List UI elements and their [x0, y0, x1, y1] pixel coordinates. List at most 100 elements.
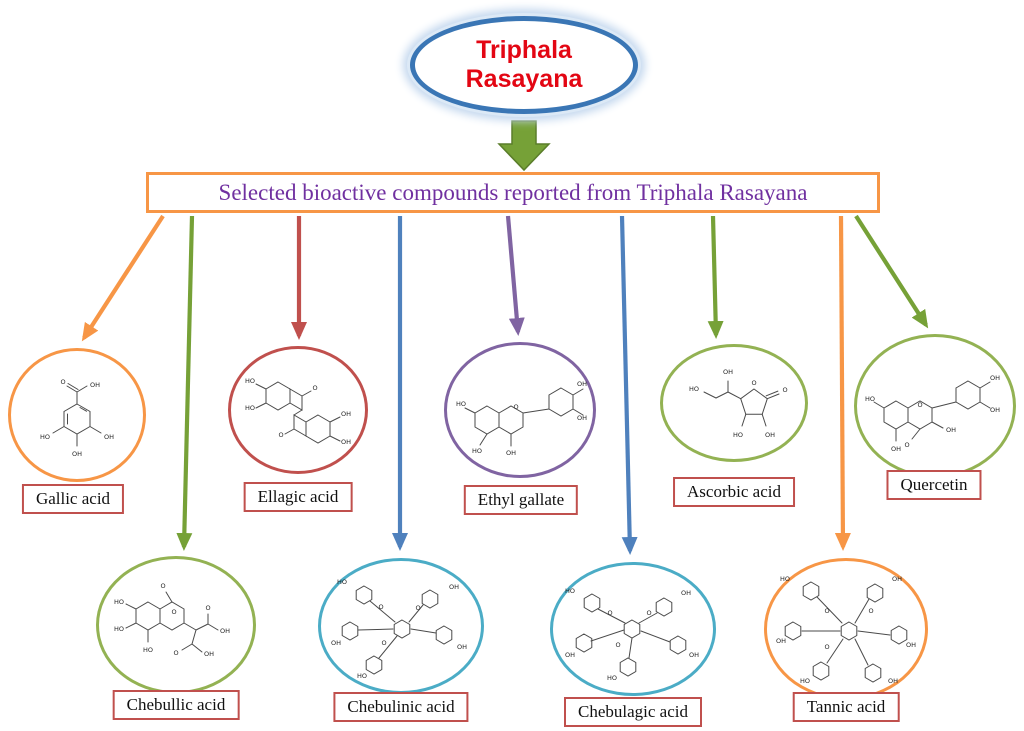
atom-label: OH [722, 368, 732, 376]
atom-label: HO [245, 404, 255, 412]
tannic-acid-structure: HO OH HO O O OH O OH OH [776, 575, 916, 685]
ethyl-gallate-label: Ethyl gallate [463, 485, 579, 515]
atom-label: OH [892, 575, 902, 583]
chebullic-acid-label: Chebullic acid [112, 690, 240, 720]
atom-label: OH [776, 637, 786, 645]
atom-label: OH [946, 426, 956, 434]
atom-label: O [205, 604, 210, 612]
ascorbic-acid-oval: OH HO O O HO OH [660, 344, 808, 462]
gallic-acid-structure: O OH HO OH OH [40, 378, 114, 458]
atom-label: HO [455, 400, 465, 408]
atom-label: OH [576, 380, 586, 388]
atom-label: O [278, 431, 283, 439]
gallic-acid-label: Gallic acid [21, 484, 125, 514]
atom-label: OH [689, 651, 699, 659]
atom-label: HO [607, 674, 617, 682]
atom-label: O [824, 643, 829, 651]
atom-label: HO [143, 646, 153, 654]
chebullic-acid-structure: O HO HO O O OH O OH HO [114, 582, 230, 658]
tannic-acid-label: Tannic acid [792, 692, 900, 722]
atom-label: HO [114, 625, 124, 633]
chebullic-acid-oval: O HO HO O O OH O OH HO [96, 556, 256, 694]
atom-label: O [381, 639, 386, 647]
atom-label: O [607, 609, 612, 617]
atom-label: O [904, 441, 909, 449]
arrow-to-ethyl-gallate [505, 215, 525, 336]
chebulagic-acid-label: Chebulagic acid [564, 697, 702, 727]
chebulagic-acid-structure: HO OH O O O OH OH HO [565, 587, 699, 682]
ascorbic-acid-structure: OH HO O O HO OH [688, 368, 787, 439]
atom-label: OH [990, 406, 1000, 414]
gallic-acid-oval: O OH HO OH OH [8, 348, 146, 482]
arrow-to-chebullic-acid [176, 215, 195, 551]
quercetin-oval: HO OH O O OH OH OH [854, 334, 1016, 478]
atom-label: HO [245, 377, 255, 385]
atom-label: O [378, 603, 383, 611]
atom-label: O [751, 379, 756, 387]
atom-label: HO [114, 598, 124, 606]
atom-label: O [868, 607, 873, 615]
chebulinic-acid-oval: HO OH HO O O O OH OH [318, 558, 484, 694]
atom-label: OH [906, 641, 916, 649]
down-block-arrow [497, 120, 551, 172]
atom-label: OH [204, 650, 214, 658]
header-box: Selected bioactive compounds reported fr… [146, 172, 880, 213]
atom-label: OH [90, 381, 100, 389]
atom-label: OH [457, 643, 467, 651]
ascorbic-acid-label: Ascorbic acid [673, 477, 795, 507]
ellagic-acid-structure: HO HO O O OH OH [245, 377, 351, 446]
tannic-acid-oval: HO OH HO O O OH O OH OH [764, 558, 928, 700]
ellagic-acid-oval: HO HO O O OH OH [228, 346, 368, 474]
atom-label: O [917, 401, 922, 409]
atom-label: O [312, 384, 317, 392]
atom-label: HO [357, 672, 367, 680]
title-line2: Rasayana [465, 65, 583, 93]
title-oval: Triphala Rasayana [410, 16, 638, 114]
arrow-to-gallic-acid [81, 214, 165, 342]
quercetin-label: Quercetin [886, 470, 982, 500]
atom-label: HO [865, 395, 875, 403]
atom-label: O [171, 608, 176, 616]
atom-label: O [415, 604, 420, 612]
atom-label: OH [505, 449, 515, 457]
atom-label: OH [449, 583, 459, 591]
atom-label: OH [565, 651, 575, 659]
chebulinic-acid-structure: HO OH HO O O O OH OH [331, 578, 467, 680]
atom-label: OH [891, 445, 901, 453]
atom-label: O [60, 378, 65, 386]
atom-label: OH [220, 627, 230, 635]
atom-label: OH [681, 589, 691, 597]
ethyl-gallate-oval: HO O OH OH OH HO [444, 342, 596, 478]
atom-label: O [615, 641, 620, 649]
header-text: Selected bioactive compounds reported fr… [218, 179, 808, 205]
atom-label: OH [888, 677, 898, 685]
ellagic-acid-label: Ellagic acid [243, 482, 353, 512]
atom-label: O [160, 582, 165, 590]
atom-label: OH [72, 450, 82, 458]
atom-label: HO [337, 578, 347, 586]
atom-label: OH [331, 639, 341, 647]
atom-label: HO [800, 677, 810, 685]
atom-label: HO [471, 447, 481, 455]
ethyl-gallate-structure: HO O OH OH OH HO [455, 380, 586, 457]
atom-label: O [646, 609, 651, 617]
quercetin-structure: HO OH O O OH OH OH [865, 374, 1000, 453]
diagram-title: Triphala Rasayana [466, 36, 583, 95]
atom-label: HO [40, 433, 50, 441]
atom-label: OH [576, 414, 586, 422]
arrow-to-ascorbic-acid [707, 215, 724, 339]
atom-label: OH [341, 438, 351, 446]
arrow-to-quercetin [854, 214, 929, 329]
atom-label: OH [990, 374, 1000, 382]
atom-label: HO [688, 385, 698, 393]
atom-label: O [824, 607, 829, 615]
atom-label: O [173, 649, 178, 657]
atom-label: OH [764, 431, 774, 439]
arrow-to-tannic-acid [834, 215, 851, 551]
atom-label: O [782, 386, 787, 394]
atom-label: OH [341, 410, 351, 418]
atom-label: OH [104, 433, 114, 441]
atom-label: HO [565, 587, 575, 595]
